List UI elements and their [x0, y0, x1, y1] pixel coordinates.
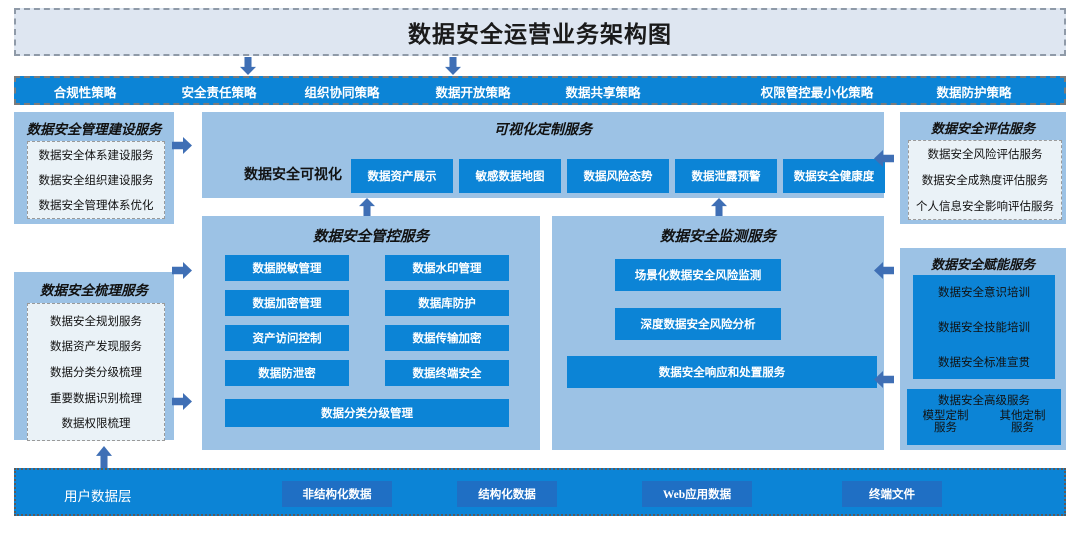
combing-item-list: 数据安全规划服务 数据资产发现服务 数据分类分级梳理 重要数据识别梳理 数据权限…	[27, 303, 165, 441]
user-data-layer-bar: 用户数据层 非结构化数据 结构化数据 Web应用数据 终端文件	[14, 468, 1066, 516]
chip-data-security-health[interactable]: 数据安全健康度	[783, 159, 885, 193]
advanced-item-other-customization[interactable]: 其他定制服务	[999, 410, 1046, 435]
panel-combing-title: 数据安全梳理服务	[40, 283, 148, 298]
chip-data-endpoint-security[interactable]: 数据终端安全	[385, 360, 509, 386]
strategy-item-1[interactable]: 安全责任策略	[181, 86, 257, 100]
list-item: 数据资产发现服务	[50, 341, 142, 354]
arrow-title-to-strategy-left	[240, 57, 256, 75]
chip-data-transmission-encryption[interactable]: 数据传输加密	[385, 325, 509, 351]
visualization-subtitle: 数据安全可视化	[244, 168, 342, 183]
strategy-item-6[interactable]: 数据防护策略	[936, 86, 1012, 100]
chip-sensitive-data-map[interactable]: 敏感数据地图	[459, 159, 561, 193]
arrow-monitoring-to-visualization	[711, 198, 727, 216]
panel-enablement-title: 数据安全赋能服务	[930, 257, 1035, 272]
arrow-enablement-to-monitoring	[874, 262, 894, 279]
list-item: 数据安全技能培训	[938, 321, 1030, 334]
panel-assessment-title: 数据安全评估服务	[930, 121, 1035, 136]
chip-data-classification-management[interactable]: 数据分类分级管理	[225, 399, 509, 427]
data-layer-chip-3[interactable]: 终端文件	[842, 481, 942, 507]
diagram-title-banner: 数据安全运营业务架构图	[14, 8, 1066, 56]
list-item: 数据分类分级梳理	[50, 366, 142, 379]
advanced-item-model-customization[interactable]: 模型定制服务	[922, 410, 969, 435]
chip-database-protection[interactable]: 数据库防护	[385, 290, 509, 316]
advanced-service-title: 数据安全高级服务	[938, 395, 1030, 407]
chip-data-watermark[interactable]: 数据水印管理	[385, 255, 509, 281]
panel-control-service: 数据安全管控服务 数据脱敏管理 数据加密管理 资产访问控制 数据防泄密 数据水印…	[202, 216, 540, 450]
chip-data-encryption[interactable]: 数据加密管理	[225, 290, 349, 316]
list-item: 数据安全组织建设服务	[38, 174, 154, 187]
panel-control-title: 数据安全管控服务	[313, 229, 429, 245]
panel-visualization-title: 可视化定制服务	[494, 123, 592, 138]
chip-data-asset-display[interactable]: 数据资产展示	[351, 159, 453, 193]
list-item: 数据安全规划服务	[50, 315, 142, 328]
list-item: 数据安全风险评估服务	[927, 149, 1043, 161]
chip-data-leak-prevention[interactable]: 数据防泄密	[225, 360, 349, 386]
arrow-combing-to-control	[172, 393, 192, 410]
panel-assessment-service: 数据安全评估服务 数据安全风险评估服务 数据安全成熟度评估服务 个人信息安全影响…	[900, 112, 1066, 224]
chip-asset-access-control[interactable]: 资产访问控制	[225, 325, 349, 351]
list-item: 数据安全标准宣贯	[938, 356, 1030, 369]
arrow-advanced-to-monitoring	[874, 371, 894, 388]
chip-data-leak-alert[interactable]: 数据泄露预警	[675, 159, 777, 193]
chip-data-masking[interactable]: 数据脱敏管理	[225, 255, 349, 281]
list-item: 个人信息安全影响评估服务	[916, 201, 1054, 213]
arrow-data-layer-up	[96, 446, 112, 468]
assessment-item-list: 数据安全风险评估服务 数据安全成熟度评估服务 个人信息安全影响评估服务	[908, 140, 1062, 220]
arrow-control-to-visualization	[359, 198, 375, 216]
strategy-bar: 合规性策略 安全责任策略 组织协同策略 数据开放策略 数据共享策略 权限管控最小化策略 数据…	[14, 76, 1066, 105]
management-item-list: 数据安全体系建设服务 数据安全组织建设服务 数据安全管理体系优化	[27, 141, 165, 219]
data-layer-chip-1[interactable]: 结构化数据	[457, 481, 557, 507]
panel-combing-service: 数据安全梳理服务 数据安全规划服务 数据资产发现服务 数据分类分级梳理 重要数据…	[14, 272, 174, 441]
list-item: 数据安全意识培训	[938, 287, 1030, 300]
list-item: 数据安全成熟度评估服务	[921, 175, 1049, 187]
enablement-item-list: 数据安全意识培训 数据安全技能培训 数据安全标准宣贯	[913, 275, 1055, 379]
arrow-mgmt-to-visualization	[172, 137, 192, 154]
strategy-item-3[interactable]: 数据开放策略	[435, 86, 511, 100]
panel-monitoring-service: 数据安全监测服务 场景化数据安全风险监测 深度数据安全风险分析 数据安全响应和处…	[552, 216, 884, 450]
advanced-service-box: 数据安全高级服务 模型定制服务 其他定制服务	[907, 389, 1061, 445]
panel-visualization-custom-service: 可视化定制服务 数据安全可视化 数据资产展示 敏感数据地图 数据风险态势 数据泄…	[202, 112, 885, 198]
strategy-item-0[interactable]: 合规性策略	[53, 86, 117, 100]
data-layer-chip-0[interactable]: 非结构化数据	[282, 481, 392, 507]
chip-data-risk-posture[interactable]: 数据风险态势	[567, 159, 669, 193]
panel-management-title: 数据安全管理建设服务	[26, 122, 162, 137]
strategy-item-2[interactable]: 组织协同策略	[304, 86, 380, 100]
list-item: 重要数据识别梳理	[50, 392, 142, 405]
list-item: 数据安全体系建设服务	[38, 149, 154, 162]
user-data-layer-label: 用户数据层	[64, 489, 132, 504]
chip-scenario-risk-monitoring[interactable]: 场景化数据安全风险监测	[615, 259, 781, 291]
arrow-assessment-to-visualization	[874, 150, 894, 167]
panel-monitoring-title: 数据安全监测服务	[660, 229, 776, 245]
panel-enablement-service: 数据安全赋能服务 数据安全意识培训 数据安全技能培训 数据安全标准宣贯 数据安全…	[900, 248, 1066, 450]
arrow-title-to-strategy-right	[445, 57, 461, 75]
strategy-item-5[interactable]: 权限管控最小化策略	[760, 86, 874, 100]
list-item: 数据权限梳理	[61, 418, 131, 431]
panel-management-build-service: 数据安全管理建设服务 数据安全体系建设服务 数据安全组织建设服务 数据安全管理体…	[14, 112, 174, 224]
arrow-mgmt-to-control	[172, 262, 192, 279]
page-title: 数据安全运营业务架构图	[408, 22, 672, 47]
list-item: 数据安全管理体系优化	[38, 200, 154, 213]
strategy-item-4[interactable]: 数据共享策略	[565, 86, 641, 100]
data-layer-chip-2[interactable]: Web应用数据	[642, 481, 752, 507]
chip-deep-risk-analysis[interactable]: 深度数据安全风险分析	[615, 308, 781, 340]
chip-response-and-handling-service[interactable]: 数据安全响应和处置服务	[567, 356, 877, 388]
